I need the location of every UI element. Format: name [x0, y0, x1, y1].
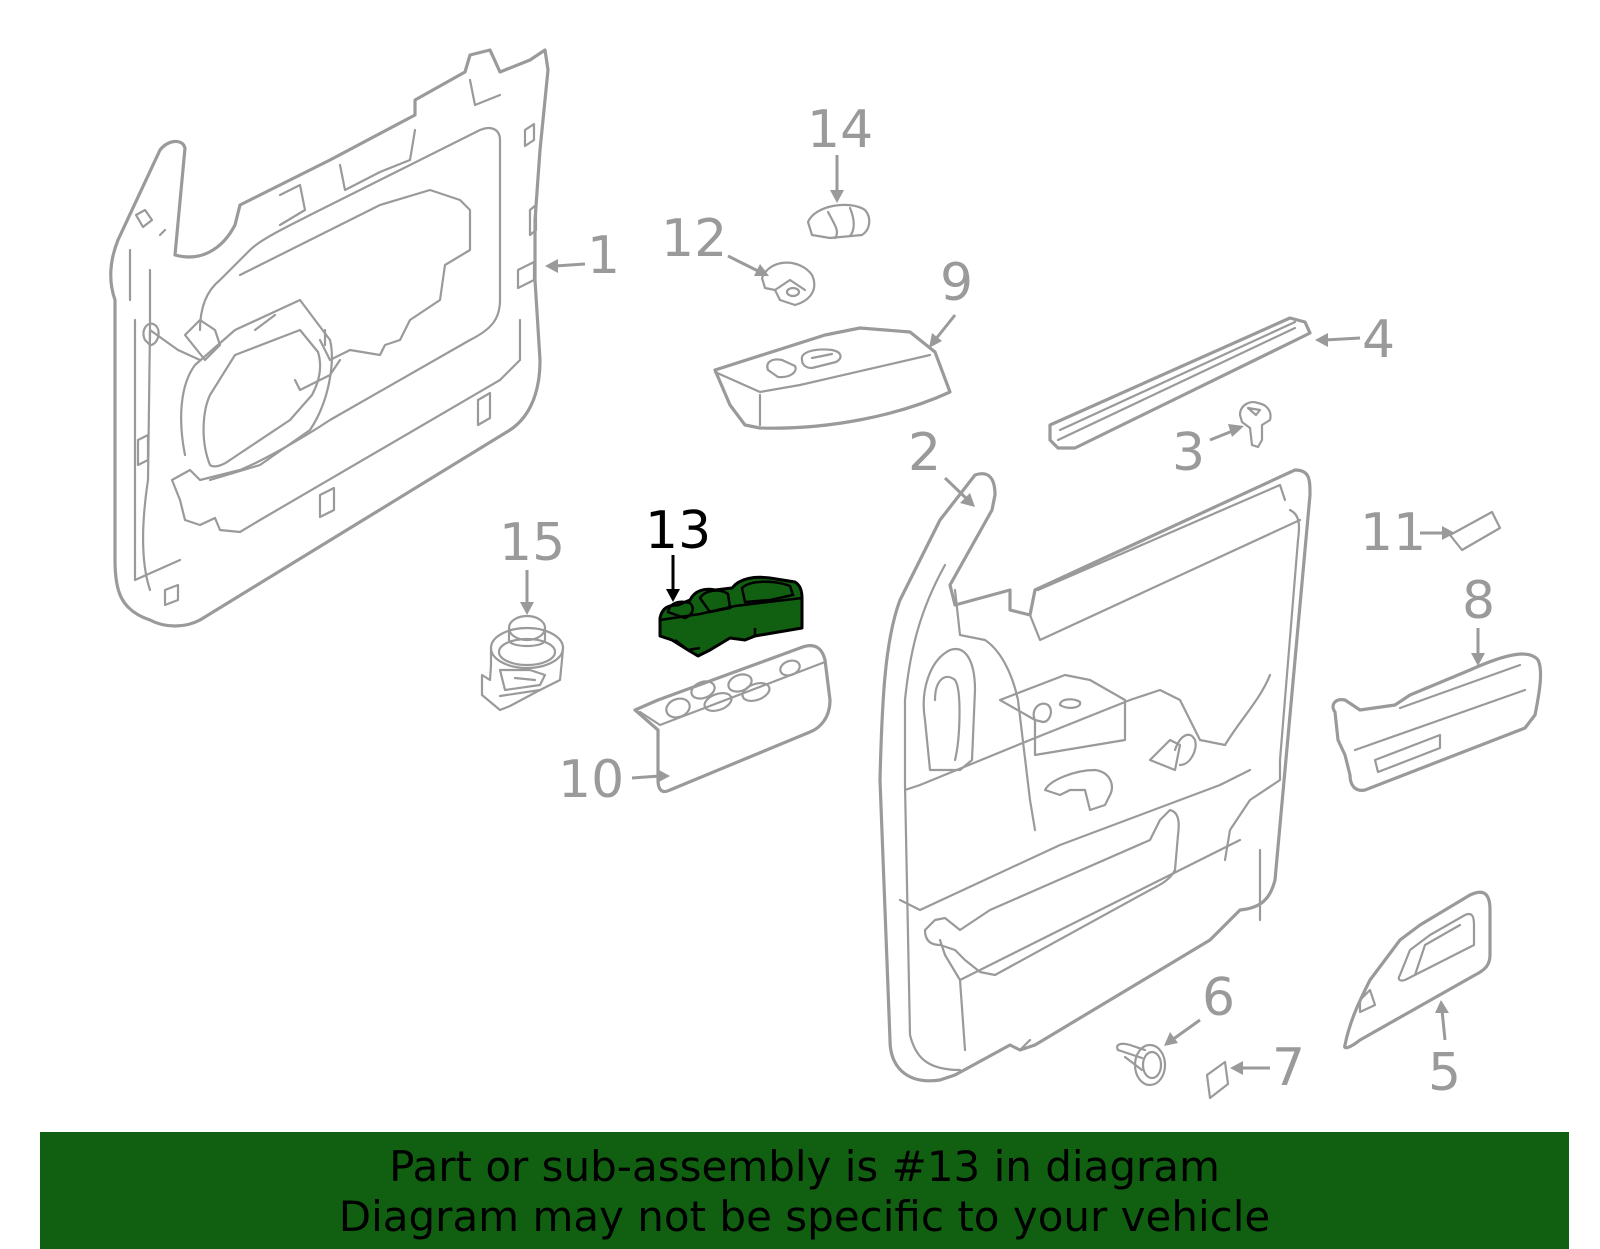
part-1-door-inner-panel[interactable] — [109, 48, 550, 628]
callout-14[interactable]: 14 — [807, 100, 873, 160]
part-4-belt-molding[interactable] — [1048, 316, 1312, 450]
part-8-armrest[interactable] — [1331, 652, 1543, 792]
callout-15[interactable]: 15 — [499, 513, 565, 573]
part-9-switch-bezel[interactable] — [713, 326, 952, 430]
part-14-knob[interactable] — [806, 203, 871, 240]
part-10-switch-bezel-lower[interactable] — [633, 644, 832, 794]
part-11-clip[interactable] — [1448, 510, 1502, 552]
callout-8[interactable]: 8 — [1462, 571, 1495, 631]
callout-6[interactable]: 6 — [1202, 968, 1235, 1028]
part-2-door-trim-panel[interactable] — [878, 468, 1312, 1083]
callout-labels: 1 2 3 4 5 6 7 8 9 10 11 12 13 14 15 — [499, 100, 1495, 1103]
callout-3[interactable]: 3 — [1172, 423, 1205, 483]
part-12-knob[interactable] — [760, 261, 816, 307]
part-15-switch-assembly[interactable] — [480, 614, 565, 712]
callout-12[interactable]: 12 — [661, 209, 727, 269]
callout-13[interactable]: 13 — [645, 501, 711, 561]
banner-line-part: Part or sub-assembly is #13 in diagram — [389, 1142, 1220, 1191]
leader-arrows — [520, 155, 1485, 1075]
banner-line-disclaimer: Diagram may not be specific to your vehi… — [338, 1192, 1271, 1241]
callout-7[interactable]: 7 — [1272, 1038, 1305, 1098]
parts-diagram: 1 2 3 4 5 6 7 8 9 10 11 12 13 14 15 — [109, 48, 1543, 1103]
part-3-clip[interactable] — [1238, 401, 1272, 449]
info-banner: Part or sub-assembly is #13 in diagram D… — [40, 1132, 1569, 1249]
part-13-window-switch[interactable] — [658, 575, 804, 658]
part-7-clip[interactable] — [1205, 1060, 1230, 1100]
callout-2[interactable]: 2 — [908, 423, 941, 483]
callout-1[interactable]: 1 — [587, 226, 620, 286]
part-6-fastener[interactable] — [1116, 1042, 1167, 1087]
callout-4[interactable]: 4 — [1362, 310, 1395, 370]
callout-5[interactable]: 5 — [1428, 1043, 1461, 1103]
callout-9[interactable]: 9 — [940, 253, 973, 313]
callout-10[interactable]: 10 — [558, 750, 624, 810]
callout-11[interactable]: 11 — [1360, 503, 1426, 563]
part-5-pull-cup-trim[interactable] — [1343, 890, 1492, 1050]
